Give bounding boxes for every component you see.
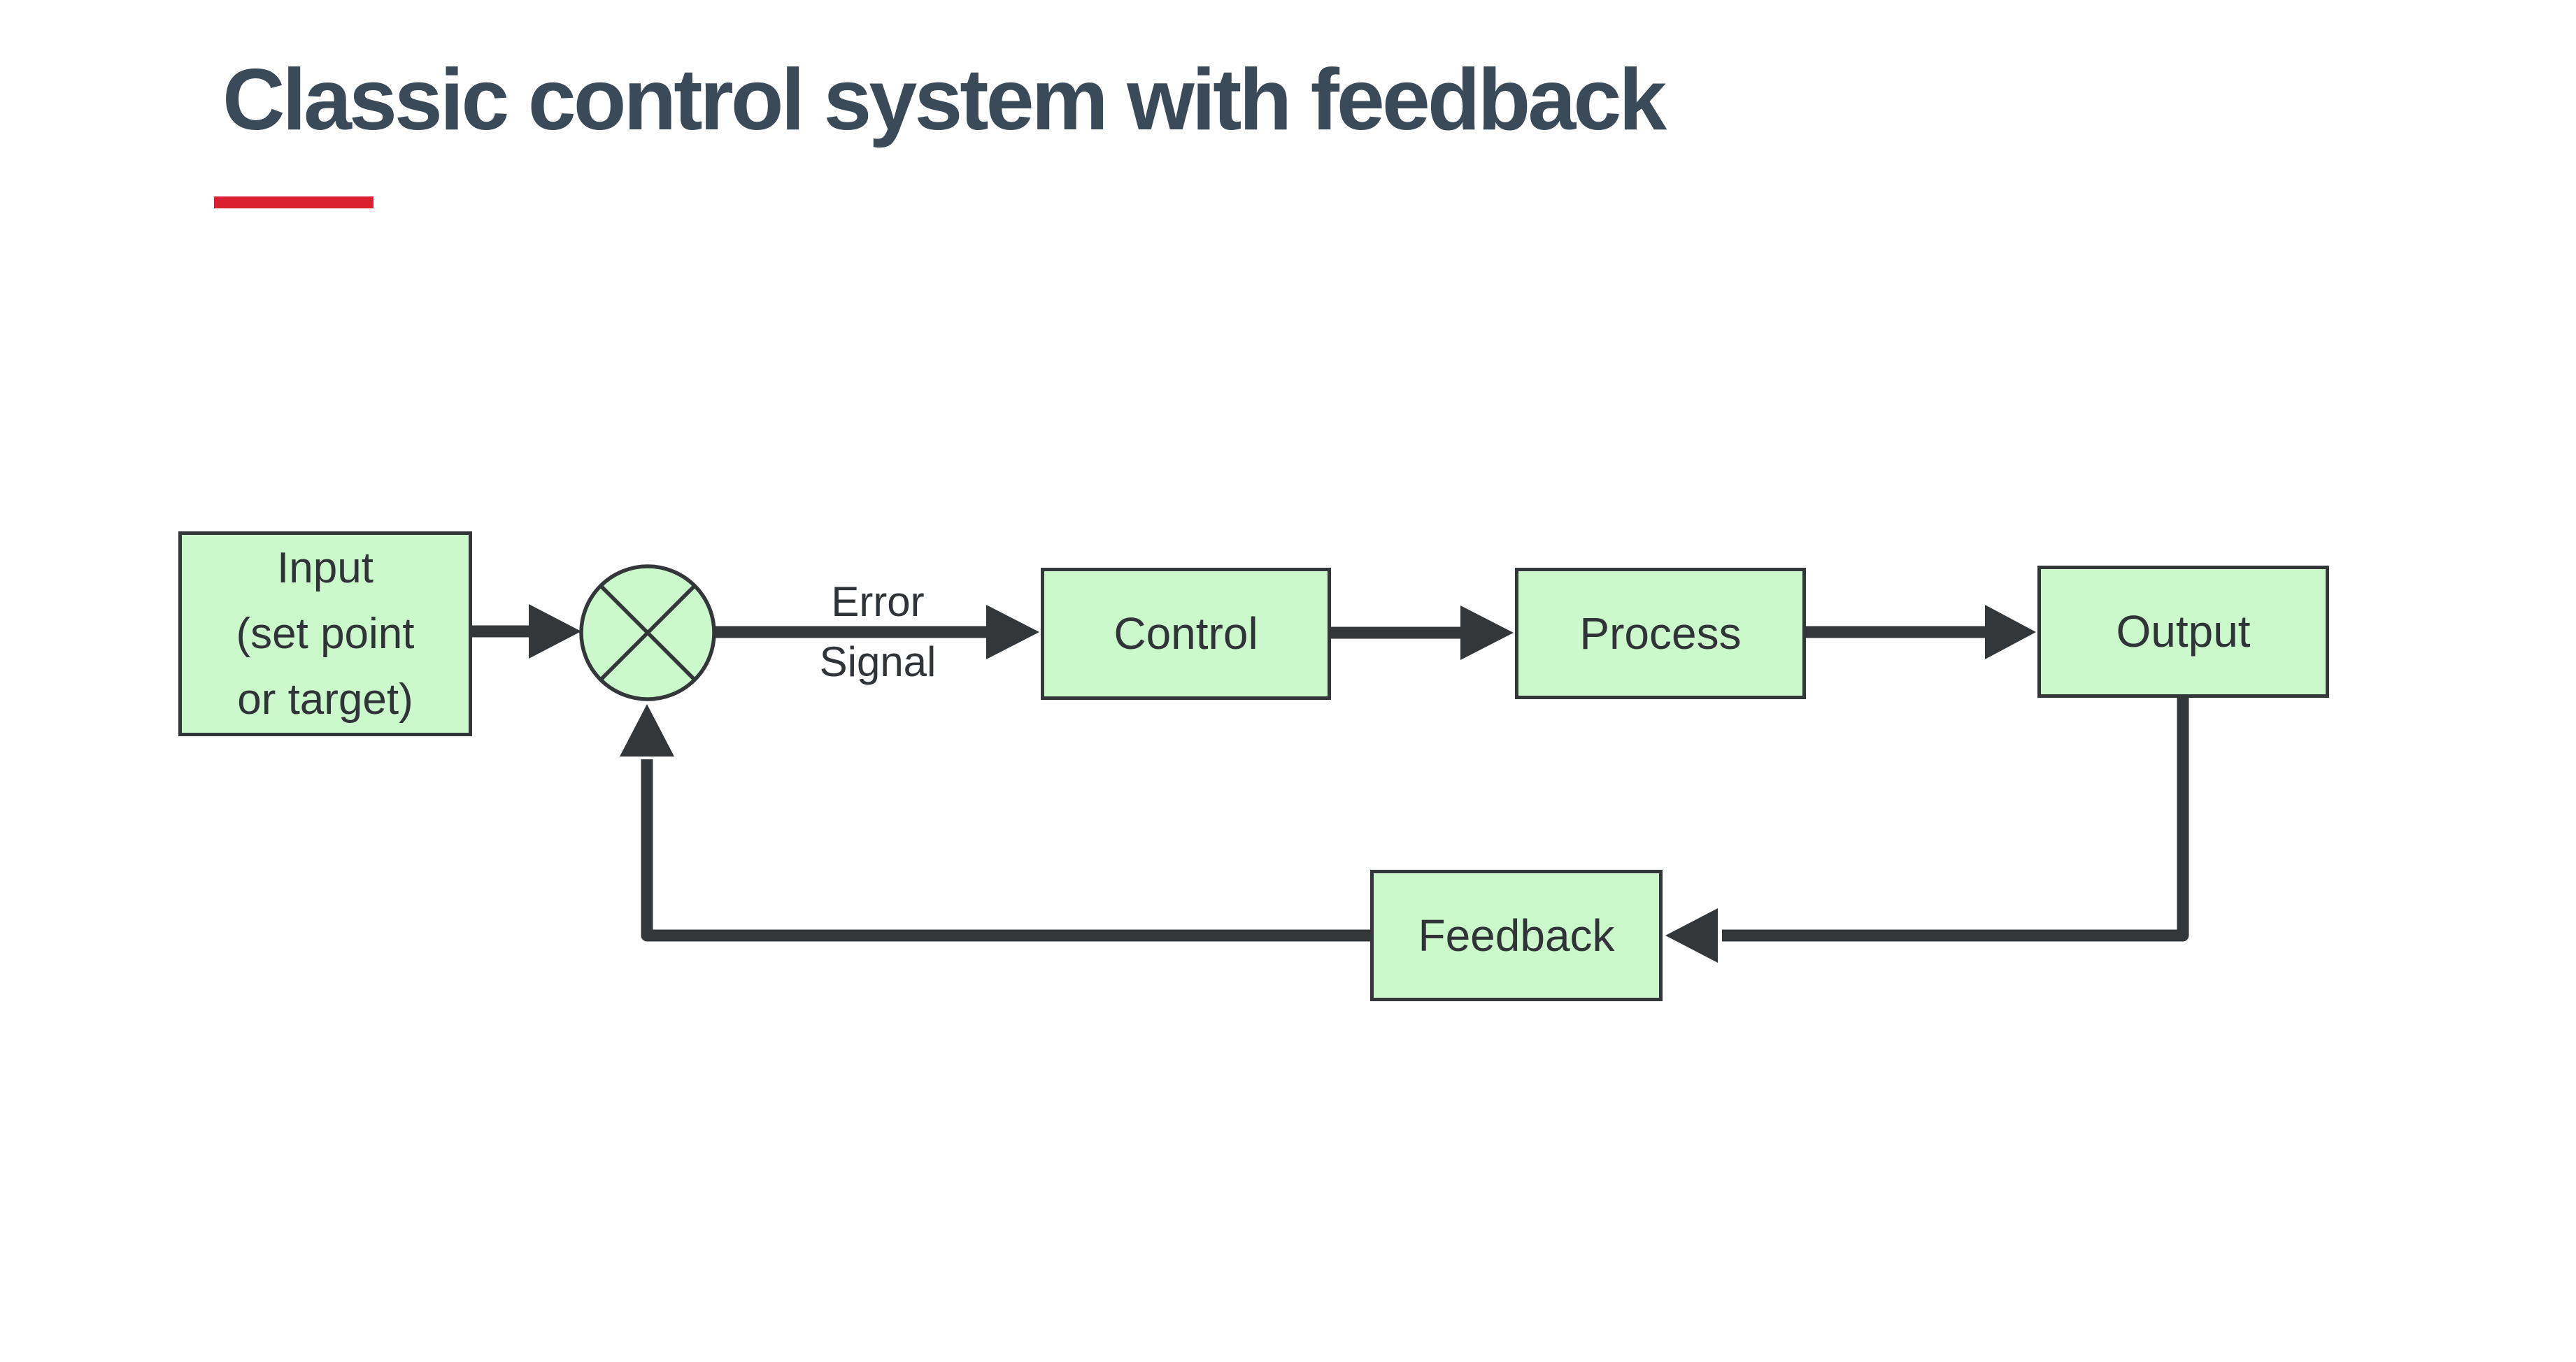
multiply-cross-icon bbox=[599, 584, 697, 682]
connector-feedback-to-sum bbox=[641, 759, 1372, 942]
title-accent-bar bbox=[214, 196, 373, 208]
arrowhead-control-to-process bbox=[1460, 605, 1514, 660]
node-process-label: Process bbox=[1579, 608, 1742, 659]
arrowhead-sum-to-control bbox=[986, 605, 1039, 659]
node-feedback: Feedback bbox=[1370, 870, 1663, 1001]
node-output: Output bbox=[2037, 566, 2329, 698]
page-title: Classic control system with feedback bbox=[222, 52, 1667, 148]
node-control-label: Control bbox=[1113, 608, 1258, 659]
node-input-label: Input (set point or target) bbox=[236, 536, 414, 733]
edge-label-signal: Signal bbox=[819, 638, 937, 685]
edge-label-error: Error bbox=[831, 578, 925, 625]
node-input-line-1: Input bbox=[277, 543, 373, 592]
node-input-line-2: (set point bbox=[236, 609, 415, 658]
summing-junction-node bbox=[579, 564, 716, 701]
node-input-line-3: or target) bbox=[237, 675, 413, 724]
node-output-label: Output bbox=[2116, 606, 2251, 657]
arrowhead-feedback-to-sum bbox=[620, 704, 674, 757]
connector-output-to-feedback bbox=[1722, 696, 2189, 942]
node-feedback-label: Feedback bbox=[1418, 910, 1615, 961]
node-control: Control bbox=[1041, 568, 1331, 700]
node-process: Process bbox=[1515, 568, 1806, 699]
node-input: Input (set point or target) bbox=[178, 531, 472, 736]
arrowhead-output-to-feedback bbox=[1665, 908, 1718, 963]
arrowhead-input-to-sum bbox=[529, 604, 581, 659]
arrowhead-process-to-output bbox=[1985, 605, 2036, 659]
